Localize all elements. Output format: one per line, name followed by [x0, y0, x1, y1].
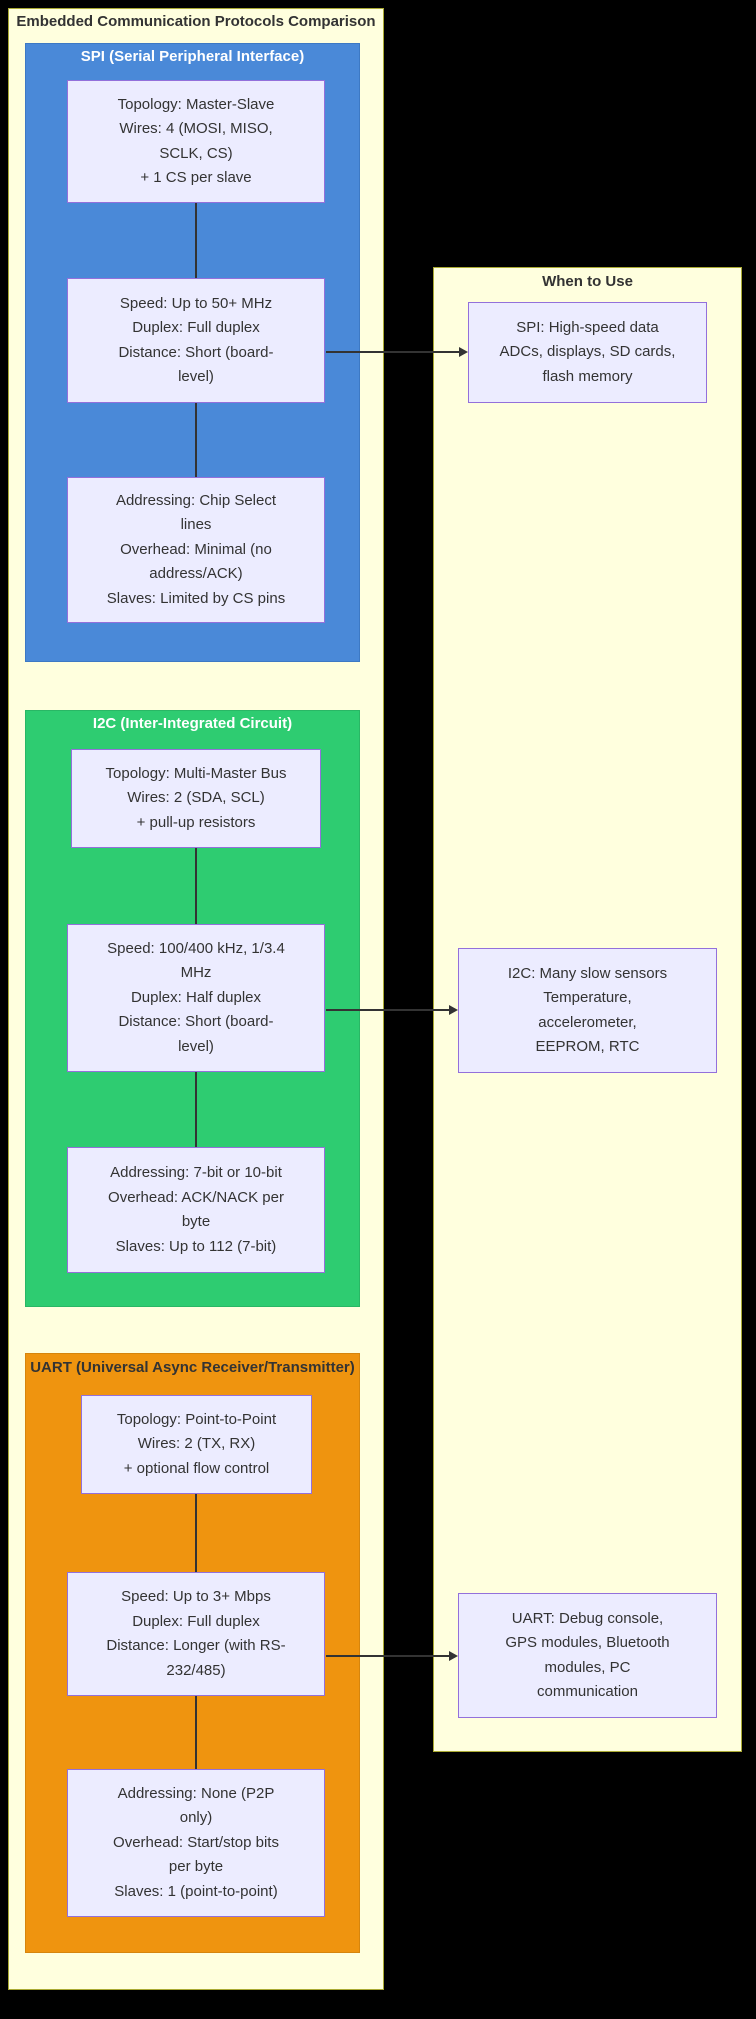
uart-connector-1 — [195, 1494, 197, 1572]
uart-node-speed: Speed: Up to 3+ Mbps Duplex: Full duplex… — [67, 1572, 325, 1696]
use-node-spi: SPI: High-speed data ADCs, displays, SD … — [468, 302, 707, 403]
use-node-uart: UART: Debug console, GPS modules, Blueto… — [458, 1593, 717, 1718]
spi-node-speed: Speed: Up to 50+ MHz Duplex: Full duplex… — [67, 278, 325, 403]
spi-cluster-title: SPI (Serial Peripheral Interface) — [80, 48, 305, 65]
i2c-to-use-arrowhead-icon — [449, 1005, 458, 1015]
uart-cluster-title: UART (Universal Async Receiver/Transmitt… — [30, 1359, 355, 1376]
when-to-use-title: When to Use — [542, 273, 633, 290]
i2c-connector-2 — [195, 1072, 197, 1147]
i2c-node-addressing: Addressing: 7-bit or 10-bit Overhead: AC… — [67, 1147, 325, 1273]
i2c-connector-1 — [195, 848, 197, 924]
spi-node-topology: Topology: Master-Slave Wires: 4 (MOSI, M… — [67, 80, 325, 203]
uart-node-addressing: Addressing: None (P2P only) Overhead: St… — [67, 1769, 325, 1917]
i2c-node-speed: Speed: 100/400 kHz, 1/3.4 MHz Duplex: Ha… — [67, 924, 325, 1072]
uart-to-use-arrow-line — [326, 1655, 449, 1657]
uart-connector-2 — [195, 1696, 197, 1769]
spi-to-use-arrow-line — [326, 351, 459, 353]
spi-connector-2 — [195, 403, 197, 477]
i2c-to-use-arrow-line — [326, 1009, 449, 1011]
spi-to-use-arrowhead-icon — [459, 347, 468, 357]
spi-connector-1 — [195, 203, 197, 278]
spi-node-addressing: Addressing: Chip Select lines Overhead: … — [67, 477, 325, 623]
i2c-cluster-title: I2C (Inter-Integrated Circuit) — [92, 715, 293, 732]
uart-to-use-arrowhead-icon — [449, 1651, 458, 1661]
diagram-title: Embedded Communication Protocols Compari… — [16, 13, 376, 30]
use-node-i2c: I2C: Many slow sensors Temperature, acce… — [458, 948, 717, 1073]
uart-node-topology: Topology: Point-to-Point Wires: 2 (TX, R… — [81, 1395, 312, 1494]
i2c-node-topology: Topology: Multi-Master Bus Wires: 2 (SDA… — [71, 749, 321, 848]
